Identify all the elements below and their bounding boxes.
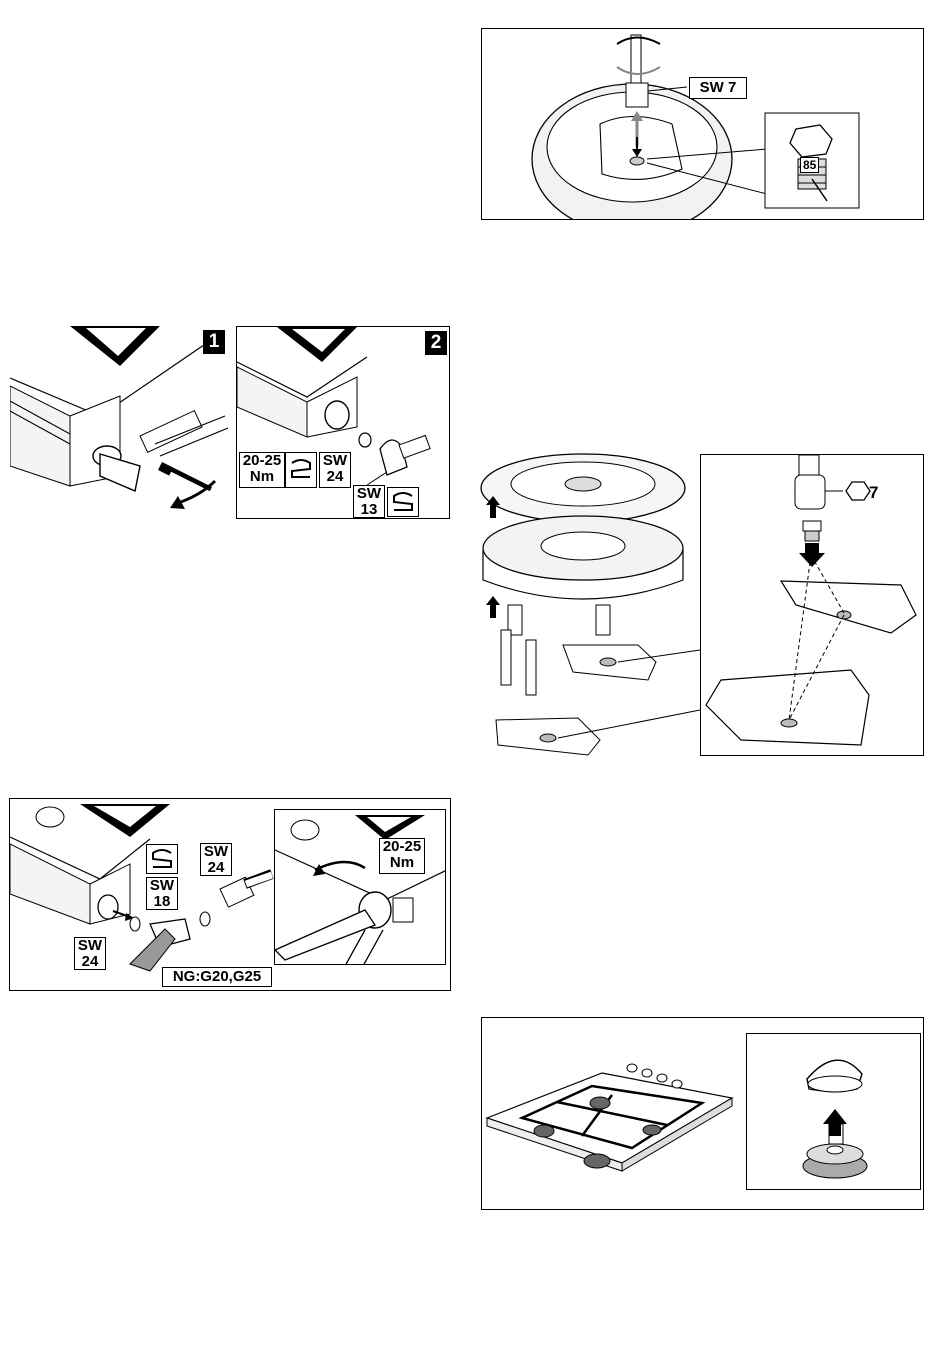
figure-hob-knob: [481, 1017, 924, 1210]
torque-value: 20-25: [240, 453, 284, 469]
jet-number-label: 85: [800, 157, 819, 173]
sw-18-line1: SW: [147, 878, 177, 894]
gas-type-label: NG:G20,G25: [162, 967, 272, 987]
figure-ng-tighten-detail: 20-25 Nm: [274, 809, 446, 965]
burner-jet-illustration: [482, 29, 924, 220]
sw-24-right-label: SW 24: [200, 843, 232, 876]
torque-unit: Nm: [240, 469, 284, 485]
wrench-loosen-icon: [146, 844, 178, 874]
sw-13-label: SW 13: [353, 485, 385, 518]
sw-13-line2: 13: [354, 502, 384, 518]
figure-step-1: 1: [10, 326, 228, 518]
sw-24-line2: 24: [320, 469, 350, 485]
sw-24-left-label: SW 24: [74, 937, 106, 970]
sw-24-label: SW 24: [319, 452, 351, 488]
torque-label: 20-25 Nm: [239, 452, 285, 488]
hex-size-label: 7: [869, 483, 878, 503]
wrench-tighten-icon: [285, 452, 317, 488]
sw-18-label: SW 18: [146, 877, 178, 910]
figure-jet-replacement: SW 7 85: [481, 28, 924, 220]
sw-13-line1: SW: [354, 486, 384, 502]
tighten-elbow-illustration: [275, 810, 446, 965]
wrench-loosen-icon: [387, 487, 419, 517]
sw-24-left-line1: SW: [75, 938, 105, 954]
knob-removal-illustration: [747, 1034, 921, 1190]
sw-24-left-line2: 24: [75, 954, 105, 970]
ng-torque-value: 20-25: [380, 839, 424, 855]
figure-burner-disassembly: [478, 440, 700, 762]
step-2-number: 2: [425, 331, 447, 355]
figure-ng-connection: SW 18 SW 24 SW 24 NG:G20,G25 20-25 Nm: [9, 798, 451, 991]
figure-knob-detail: [746, 1033, 921, 1190]
step-1-number: 1: [203, 330, 225, 354]
sw-24-line1: SW: [320, 453, 350, 469]
sw-24-right-line2: 24: [201, 860, 231, 876]
figure-step-2: 2 20-25 Nm SW 24 SW 13: [236, 326, 450, 519]
figure-burner-detail: 7: [700, 454, 924, 756]
burner-jet-detail-illustration: [701, 455, 924, 756]
ng-torque-label: 20-25 Nm: [379, 838, 425, 874]
sw7-label: SW 7: [689, 77, 747, 99]
sw-18-line2: 18: [147, 894, 177, 910]
disconnect-elbow-illustration: [10, 326, 228, 518]
ng-torque-unit: Nm: [380, 855, 424, 871]
sw-24-right-line1: SW: [201, 844, 231, 860]
burner-exploded-illustration: [478, 440, 700, 762]
